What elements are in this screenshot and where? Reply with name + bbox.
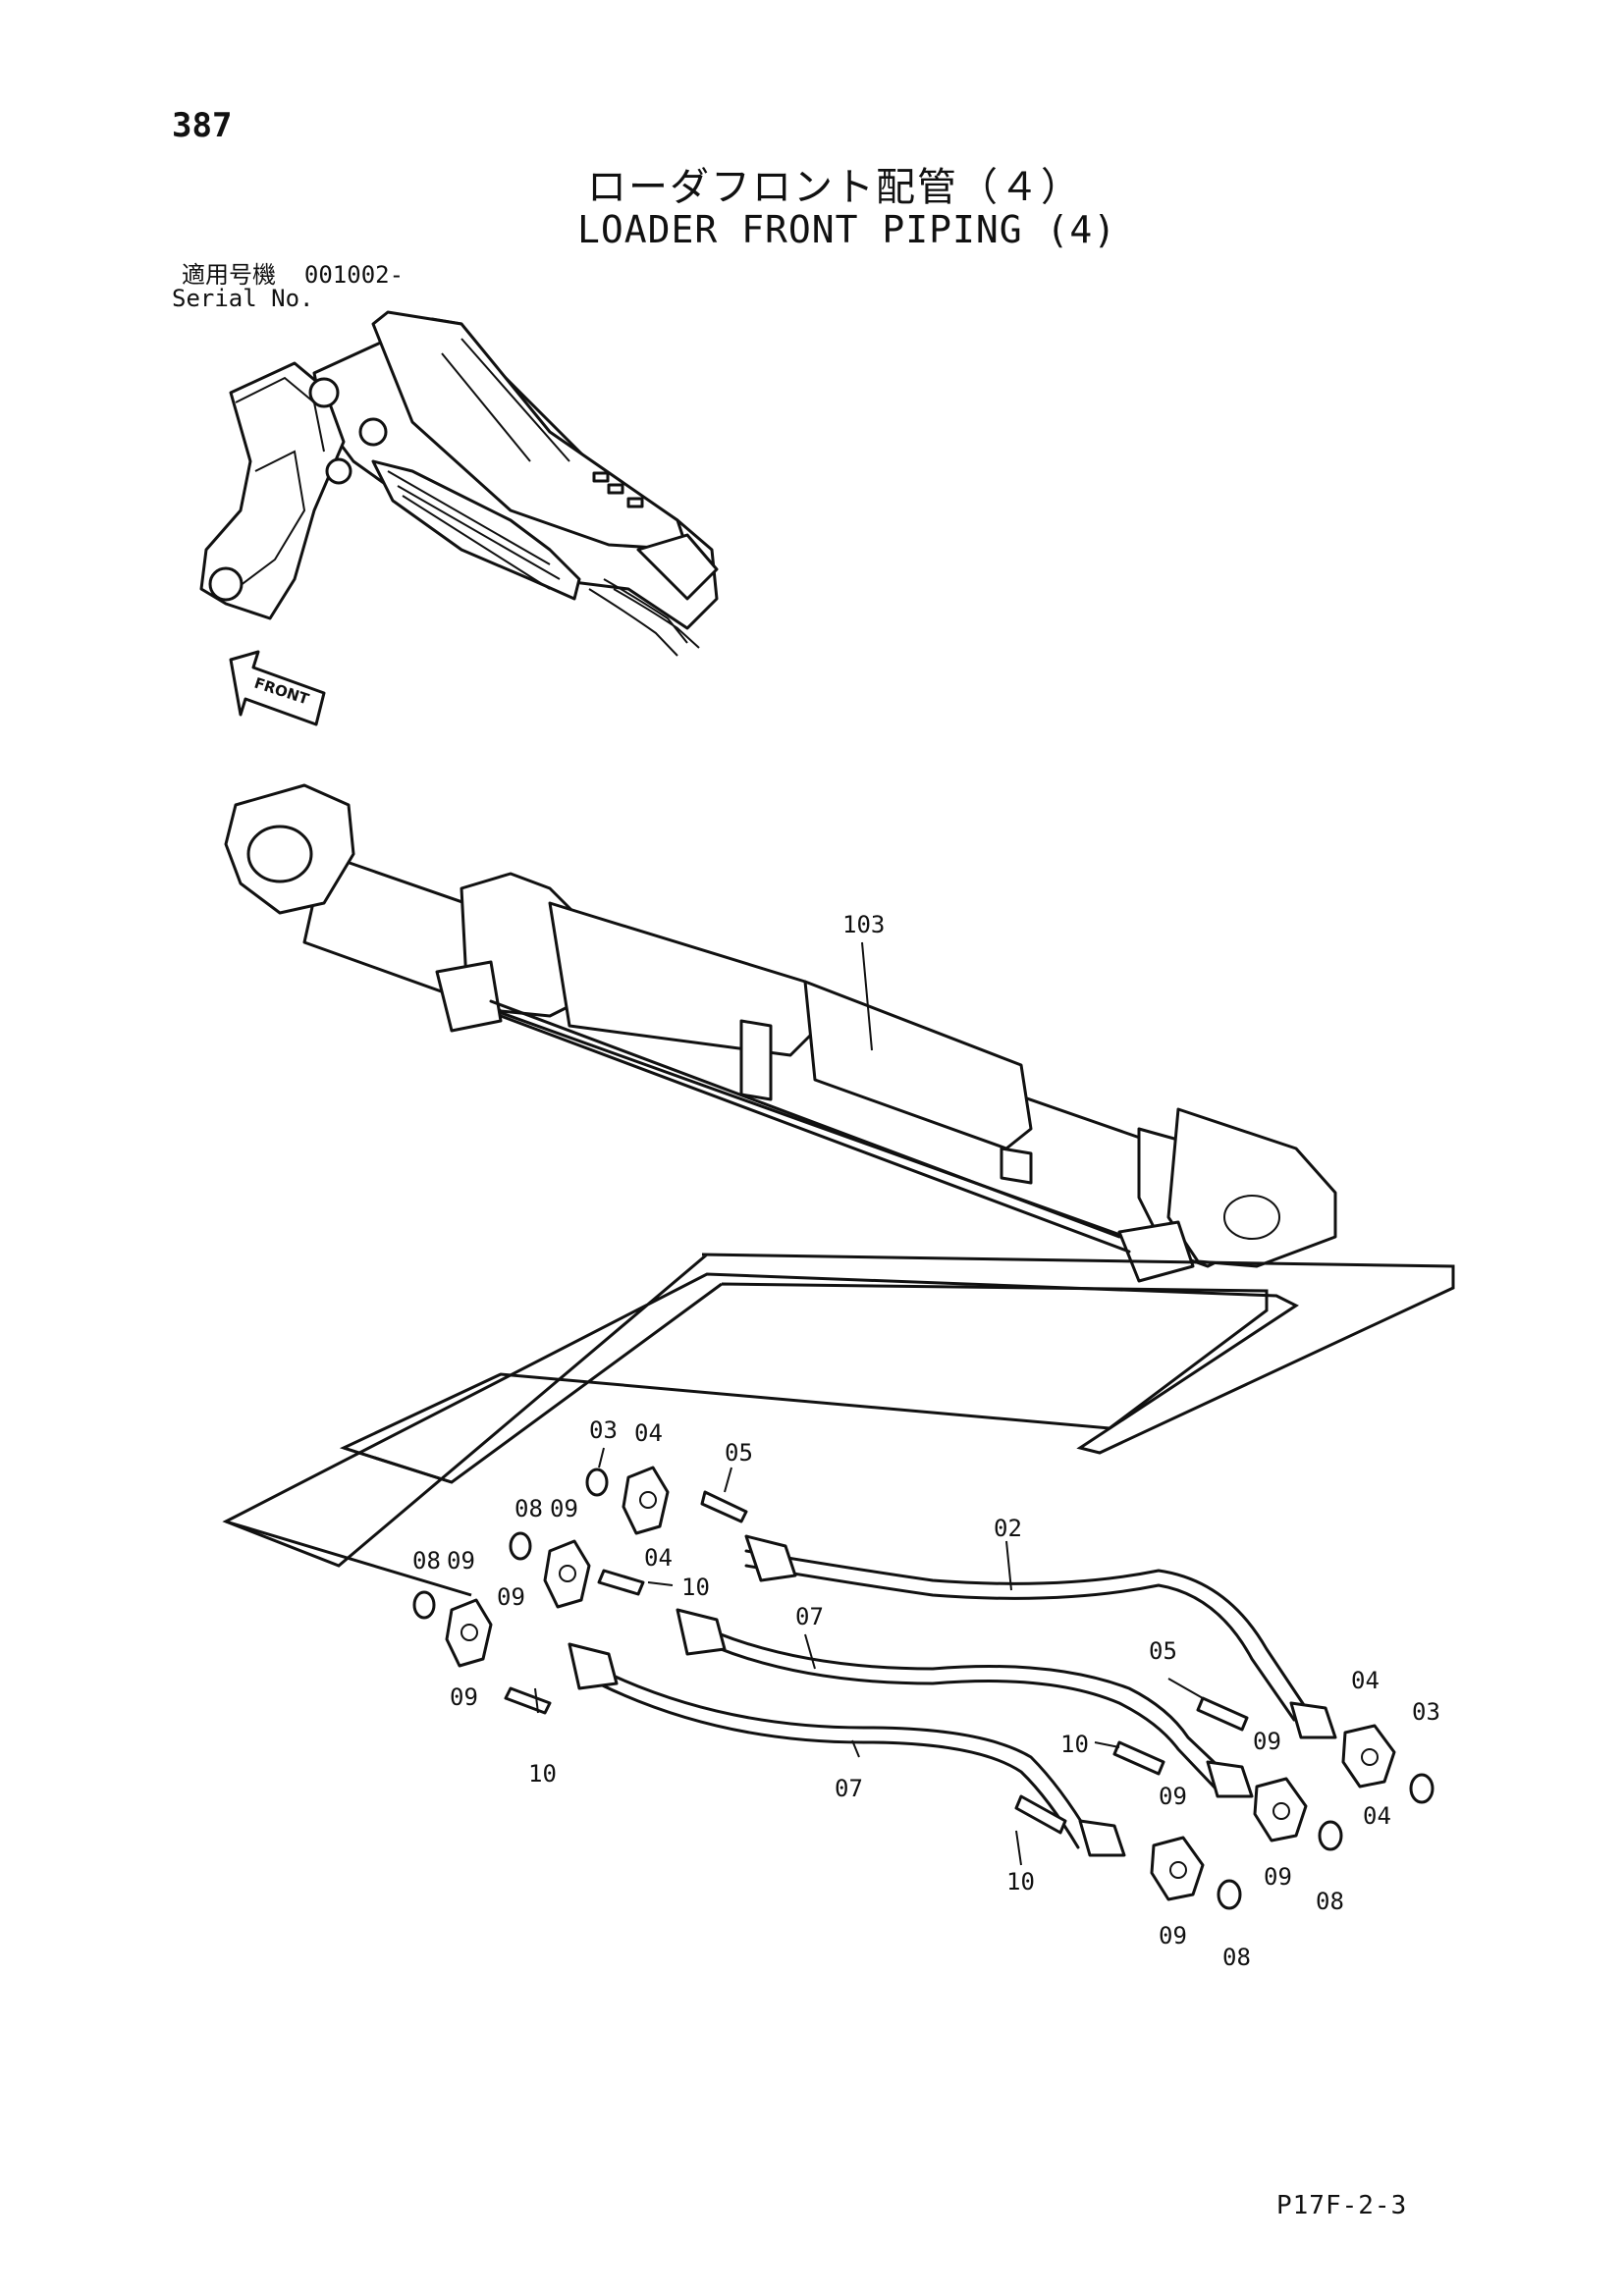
serial-value: 001002- [303,261,405,289]
callout-04: 04 [1363,1802,1391,1830]
callout-103: 103 [842,911,885,938]
page-number: 387 [172,106,233,145]
callout-09: 09 [1159,1783,1187,1810]
callout-09: 09 [497,1583,525,1611]
hoses [568,1534,1337,1857]
callout-07: 07 [795,1603,824,1630]
callout-09: 09 [1264,1863,1292,1891]
callout-09: 09 [450,1683,478,1711]
pipe-routing-outline [222,1253,1455,1597]
callout-04: 04 [1351,1667,1380,1694]
page-title-english: LOADER FRONT PIPING (4) [577,208,1117,251]
callout-05: 05 [725,1439,753,1467]
callout-10: 10 [1006,1868,1035,1896]
callout-09: 09 [1159,1922,1187,1949]
fittings-left [412,1466,748,1715]
callout-03: 03 [589,1416,618,1444]
callout-08: 08 [1222,1944,1251,1971]
callout-09: 09 [1253,1728,1281,1755]
serial-label-japanese: 適用号機 [182,261,276,289]
callout-10: 10 [681,1574,710,1601]
callout-labels: 103 02 03 03 04 04 04 04 05 05 07 07 08 … [412,911,1440,1971]
callout-03: 03 [1412,1698,1440,1726]
callout-07: 07 [835,1775,863,1802]
loader-front-overview [199,310,719,657]
serial-label-english: Serial No. [172,285,314,312]
page-title-japanese: ローダフロント配管（４） [587,165,1082,210]
callout-04: 04 [634,1419,663,1447]
front-direction-arrow-icon: FRONT [229,650,326,726]
callout-04: 04 [644,1544,673,1572]
callout-08: 08 [1316,1888,1344,1915]
leader-lines [534,941,1204,1866]
fittings-right [1014,1696,1435,1910]
callout-05: 05 [1149,1637,1177,1665]
callout-02: 02 [994,1515,1022,1542]
page-code: P17F-2-3 [1276,2191,1408,2220]
serial-number-line: 適用号機 001002- [182,255,404,290]
callout-09: 09 [550,1495,578,1522]
callout-10: 10 [528,1760,557,1788]
hydraulic-cylinder [224,783,1337,1283]
callout-10: 10 [1060,1731,1089,1758]
callout-09: 09 [447,1547,475,1575]
callout-08: 08 [514,1495,543,1522]
callout-08: 08 [412,1547,441,1575]
